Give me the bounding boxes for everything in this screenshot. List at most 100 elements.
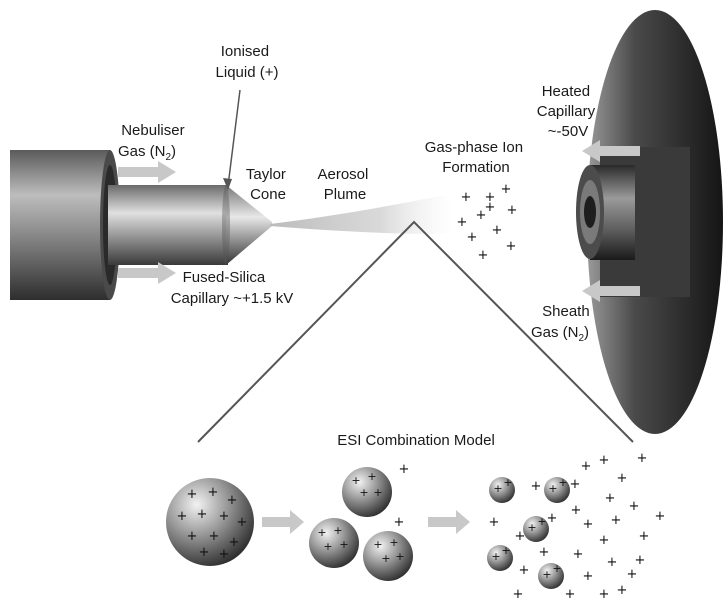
gas-phase-ion: +	[478, 248, 489, 263]
droplet-charge: +	[187, 529, 198, 544]
free-ion: +	[489, 515, 500, 530]
droplet-medium-2	[309, 518, 359, 568]
gas-phase-ion: +	[492, 223, 503, 238]
label-fused-silica: Fused-Silica Capillary ~+1.5 kV	[171, 269, 294, 307]
droplet-charge: +	[227, 493, 238, 508]
droplet-charge: +	[527, 521, 536, 534]
gas-phase-ion: +	[476, 208, 487, 223]
droplet-charge: +	[197, 507, 208, 522]
label-sheath-gas: Sheath Gas (N2)	[531, 303, 594, 344]
droplet-charge: +	[317, 526, 326, 539]
free-ion: +	[565, 587, 576, 602]
free-ion: +	[637, 451, 648, 466]
sprayer-assembly	[10, 150, 272, 300]
droplet-charge: +	[558, 476, 567, 489]
free-ion: +	[581, 459, 592, 474]
droplet-charge: +	[177, 509, 188, 524]
gas-phase-ion: +	[457, 215, 468, 230]
droplet-charge: +	[552, 562, 561, 575]
gas-phase-ion: +	[485, 200, 496, 215]
free-ion: +	[547, 511, 558, 526]
transition-arrow-1	[262, 510, 304, 534]
droplet-charge: +	[389, 536, 398, 549]
droplet-charge: +	[351, 474, 360, 487]
heated-capillary-assembly	[576, 10, 723, 434]
free-ion: +	[599, 533, 610, 548]
droplet-charge: +	[237, 515, 248, 530]
droplet-small-2	[544, 477, 570, 503]
free-ion: +	[570, 477, 581, 492]
droplet-charge: +	[208, 485, 219, 500]
droplet-charge: +	[229, 535, 240, 550]
free-ion: +	[617, 471, 628, 486]
droplet-charge: +	[503, 476, 512, 489]
droplet-charge: +	[501, 544, 510, 557]
aerosol-plume	[270, 196, 455, 234]
free-ion: +	[605, 491, 616, 506]
free-ion: +	[513, 587, 524, 602]
droplet-medium-3	[363, 531, 413, 581]
droplet-charge: +	[395, 550, 404, 563]
label-nebuliser-gas: Nebuliser Gas (N2)	[118, 122, 189, 163]
free-ion: +	[531, 479, 542, 494]
gas-phase-ion: +	[485, 190, 496, 205]
droplet-charge: +	[493, 482, 502, 495]
free-ion: +	[655, 509, 666, 524]
label-aerosol-plume: Aerosol Plume	[317, 166, 372, 203]
droplet-large	[166, 478, 254, 566]
droplet-medium-1	[342, 467, 392, 517]
droplet-small-5	[538, 563, 564, 589]
taylor-cone-tip	[226, 185, 272, 265]
droplet-charge: +	[367, 470, 376, 483]
free-ion: +	[519, 563, 530, 578]
label-taylor-cone: Taylor Cone	[246, 166, 290, 203]
droplet-charge: +	[199, 545, 210, 560]
free-ion: +	[599, 453, 610, 468]
gas-phase-ion: +	[467, 230, 478, 245]
droplet-charge: +	[209, 529, 220, 544]
droplet-small-4	[487, 545, 513, 571]
free-ion: +	[635, 553, 646, 568]
free-ion: +	[571, 503, 582, 518]
droplet-charge: +	[491, 550, 500, 563]
sheath-gas-arrow	[582, 280, 640, 302]
gas-phase-ion: +	[507, 203, 518, 218]
droplet-charge: +	[333, 524, 342, 537]
droplet-charge: +	[373, 486, 382, 499]
free-ion: +	[394, 515, 405, 530]
transition-arrow-2	[428, 510, 470, 534]
droplet-charge: +	[339, 538, 348, 551]
capillary-bore	[584, 196, 596, 228]
label-ionised-liquid: Ionised Liquid (+)	[216, 43, 279, 81]
label-esi-model: ESI Combination Model	[337, 432, 495, 449]
droplet-charge: +	[537, 515, 546, 528]
free-ion: +	[627, 567, 638, 582]
free-ion: +	[573, 547, 584, 562]
droplet-charge: +	[373, 538, 382, 551]
free-ion: +	[639, 529, 650, 544]
zoom-lines	[197, 220, 634, 443]
droplet-charge: +	[548, 482, 557, 495]
ionised-liquid-pointer	[227, 89, 241, 187]
free-ion: +	[399, 462, 410, 477]
free-ion: +	[607, 555, 618, 570]
gas-phase-ion: +	[501, 182, 512, 197]
needle-edge	[222, 185, 230, 265]
esi-model	[166, 467, 570, 589]
sprayer-body	[10, 150, 110, 300]
droplet-charge: +	[542, 568, 551, 581]
free-ion: +	[583, 569, 594, 584]
droplet-charge: +	[323, 540, 332, 553]
gas-phase-ion: +	[506, 239, 517, 254]
free-ion: +	[539, 545, 550, 560]
label-heated-capillary: Heated Capillary ~-50V	[537, 83, 600, 140]
nebuliser-gas-arrow	[118, 161, 176, 183]
free-ion: +	[617, 583, 628, 598]
droplet-charge: +	[359, 486, 368, 499]
heated-capillary-arrow	[582, 140, 640, 162]
gas-phase-ion: +	[461, 190, 472, 205]
droplet-charge: +	[187, 487, 198, 502]
droplet-charge: +	[381, 552, 390, 565]
free-ion: +	[611, 513, 622, 528]
